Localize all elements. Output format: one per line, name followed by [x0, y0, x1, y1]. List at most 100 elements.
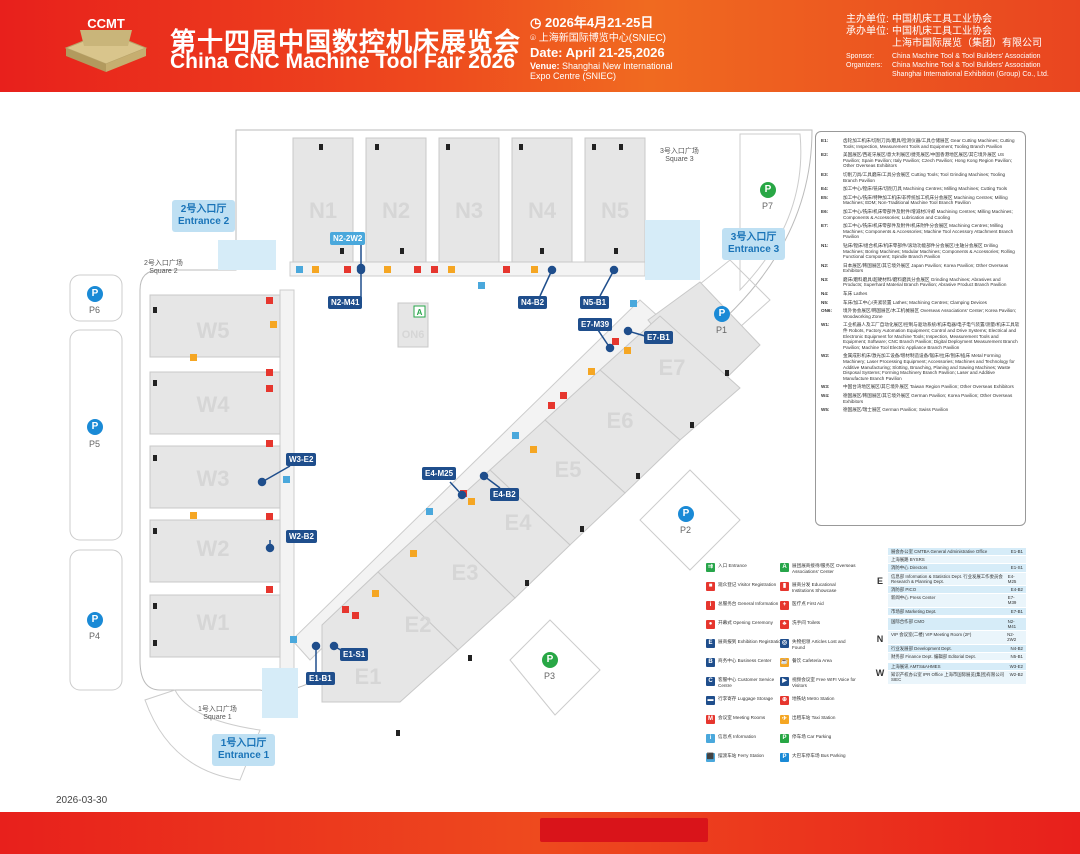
- office-row: 财务部 Finance Dept. 编辑部 Editorial Dept.N5-…: [888, 652, 1026, 662]
- callout-e1-s1[interactable]: E1-S1: [340, 648, 369, 661]
- legend-icon: ▬: [706, 696, 715, 705]
- callout-e1-b1[interactable]: E1-B1: [306, 672, 335, 685]
- hall-legend-row: E1:齿轮加工机床/切削刀具/磨具/检测仪器/工具仓储展区 Gear Cutti…: [821, 138, 1015, 149]
- office-row: 行业发展部 Development Dept.N4-B2: [888, 644, 1026, 653]
- callout-n2-m41[interactable]: N2-M41: [328, 296, 363, 309]
- label-n2: N2: [382, 198, 410, 223]
- label-w4: W4: [197, 392, 231, 417]
- legend-item: ▮展商分发 Educational Institutions Showcase: [780, 582, 858, 593]
- parking-p1-icon[interactable]: P: [714, 306, 730, 322]
- footer-date: 2026-03-30: [56, 795, 108, 806]
- legend-item: ⇉入口 Entrance: [706, 563, 747, 572]
- square-2: 2号入口广场 Square 2: [144, 260, 183, 275]
- entrance-3[interactable]: 3号入口厅 Entrance 3: [722, 228, 786, 260]
- callout-e4-b2[interactable]: E4-B2: [490, 488, 519, 501]
- east-halls: E7 E6 E5 E4 E3 E2 E1: [321, 281, 761, 703]
- venue-cn: ⌾ 上海新国际博览中心(SNIEC): [530, 33, 667, 44]
- callout-w3-e2[interactable]: W3-E2: [286, 453, 317, 466]
- legend-icon: ◎: [780, 639, 789, 648]
- parking-p4-icon[interactable]: P: [87, 612, 103, 628]
- callout-n2-2w2[interactable]: N2-2W2: [330, 232, 366, 245]
- callout-e4-m25[interactable]: E4-M25: [422, 467, 457, 480]
- hall-legend-row: N4:车床 Lathes: [821, 291, 868, 297]
- legend-icon: ✈: [780, 715, 789, 724]
- hall-legend-row: W5:德国展区/瑞士展区 German Pavilion; Swiss Pavi…: [821, 407, 949, 413]
- hall-w4: [149, 371, 281, 435]
- legend-icon: M: [706, 715, 715, 724]
- legend-icon: A: [780, 563, 789, 572]
- svg-text:A: A: [417, 308, 423, 317]
- parking-p2-label: P2: [680, 525, 692, 535]
- hall-w3: [149, 445, 281, 509]
- legend-icon: +: [780, 601, 789, 610]
- legend-icon: ☕: [780, 658, 789, 667]
- hall-legend-row: E7:加工中心/铣床/机床零部件及附件/机床附件分会展区 Machining C…: [821, 223, 1014, 240]
- label-n3: N3: [455, 198, 483, 223]
- label-n1: N1: [309, 198, 337, 223]
- hall-legend-row: W3:中国台湾地区展区/其它境外展区 Taiwan Region Pavilio…: [821, 384, 1014, 390]
- legend-icon: ⬛: [706, 753, 715, 762]
- parking-p7-icon[interactable]: P: [760, 182, 776, 198]
- hall-n3: [438, 137, 500, 263]
- parking-p3-icon[interactable]: P: [542, 652, 558, 668]
- hall-n5: [584, 137, 646, 263]
- venue-en: Venue: Shanghai New International Expo C…: [530, 61, 673, 81]
- callout-w2-b2[interactable]: W2-B2: [286, 530, 317, 543]
- office-row: 信息部 Information & Statistics Dept. 行业发展工…: [888, 572, 1026, 587]
- hall-w1: [149, 594, 281, 658]
- legend-icon: ⊕: [780, 696, 789, 705]
- parking-p7-label: P7: [762, 201, 774, 211]
- organizers-en: Sponsor:China Machine Tool & Tool Builde…: [846, 53, 1049, 78]
- hall-legend: E1:齿轮加工机床/切削刀具/磨具/检测仪器/工具仓储展区 Gear Cutti…: [815, 131, 1026, 526]
- label-w1: W1: [197, 610, 230, 635]
- hall-legend-row: W1:工业机器人及工厂自动化展区/控制与驱动系统/机床电器/电子电气装置/测量/…: [821, 322, 1020, 350]
- legend-icon: ●: [706, 620, 715, 629]
- parking-p4-label: P4: [89, 631, 101, 641]
- hall-legend-row: N1:钻床/镗床/组合机床/机床零部件/滚动功能部件分会展区/主轴分会展区 Dr…: [821, 242, 1015, 260]
- parking-p5-icon[interactable]: P: [87, 419, 103, 435]
- title-en: China CNC Machine Tool Fair 2026: [170, 50, 516, 73]
- legend-icon: ▮: [780, 582, 789, 591]
- entrance-2[interactable]: 2号入口厅 Entrance 2: [172, 200, 236, 232]
- parking-p6-icon[interactable]: P: [87, 286, 103, 302]
- legend-icon: ■: [706, 582, 715, 591]
- hall-n4: [511, 137, 573, 263]
- legend-icon: C: [706, 677, 715, 686]
- callout-e7-b1[interactable]: E7-B1: [644, 331, 673, 344]
- date-cn: ◷ 2026年4月21-25日: [530, 15, 654, 30]
- label-w3: W3: [197, 466, 230, 491]
- legend-icon: i: [706, 601, 715, 610]
- hall-legend-row: E2:美国展区/西班牙展区/意大利展区/捷克展区/中国香港地区展区/其它境外展区…: [821, 152, 1013, 169]
- legend-item: ⊕地铁站 Metro Station: [780, 696, 835, 705]
- legend-icon: ♣: [780, 620, 789, 629]
- parking-p2-icon[interactable]: P: [678, 506, 694, 522]
- legend-item: +医疗点 First Aid: [780, 601, 858, 610]
- entrance-1[interactable]: 1号入口厅 Entrance 1: [212, 734, 276, 766]
- title-cn: 第十四届中国数控机床展览会: [170, 27, 522, 57]
- legend-icon: E: [706, 639, 715, 648]
- hall-legend-row: W4:德国展区/韩国展区/其它境外展区 German Pavilion; Kor…: [821, 392, 1013, 404]
- callout-n4-b2[interactable]: N4-B2: [518, 296, 548, 309]
- footer-box: [540, 818, 708, 842]
- label-on6: ON6: [402, 329, 425, 341]
- callout-n5-b1[interactable]: N5-B1: [580, 296, 610, 309]
- label-n5: N5: [601, 198, 629, 223]
- square-1: 1号入口广场 Square 1: [198, 706, 237, 721]
- legend-icon: P: [780, 734, 789, 743]
- label-e6: E6: [607, 408, 634, 433]
- legend-item: ⬛摆渡车站 Ferry Station: [706, 753, 764, 762]
- hall-legend-row: E6:加工中心/铣床/机床零部件及附件/增减材/冷却 Machining Cen…: [821, 208, 1013, 220]
- callout-e7-m39[interactable]: E7-M39: [578, 318, 613, 331]
